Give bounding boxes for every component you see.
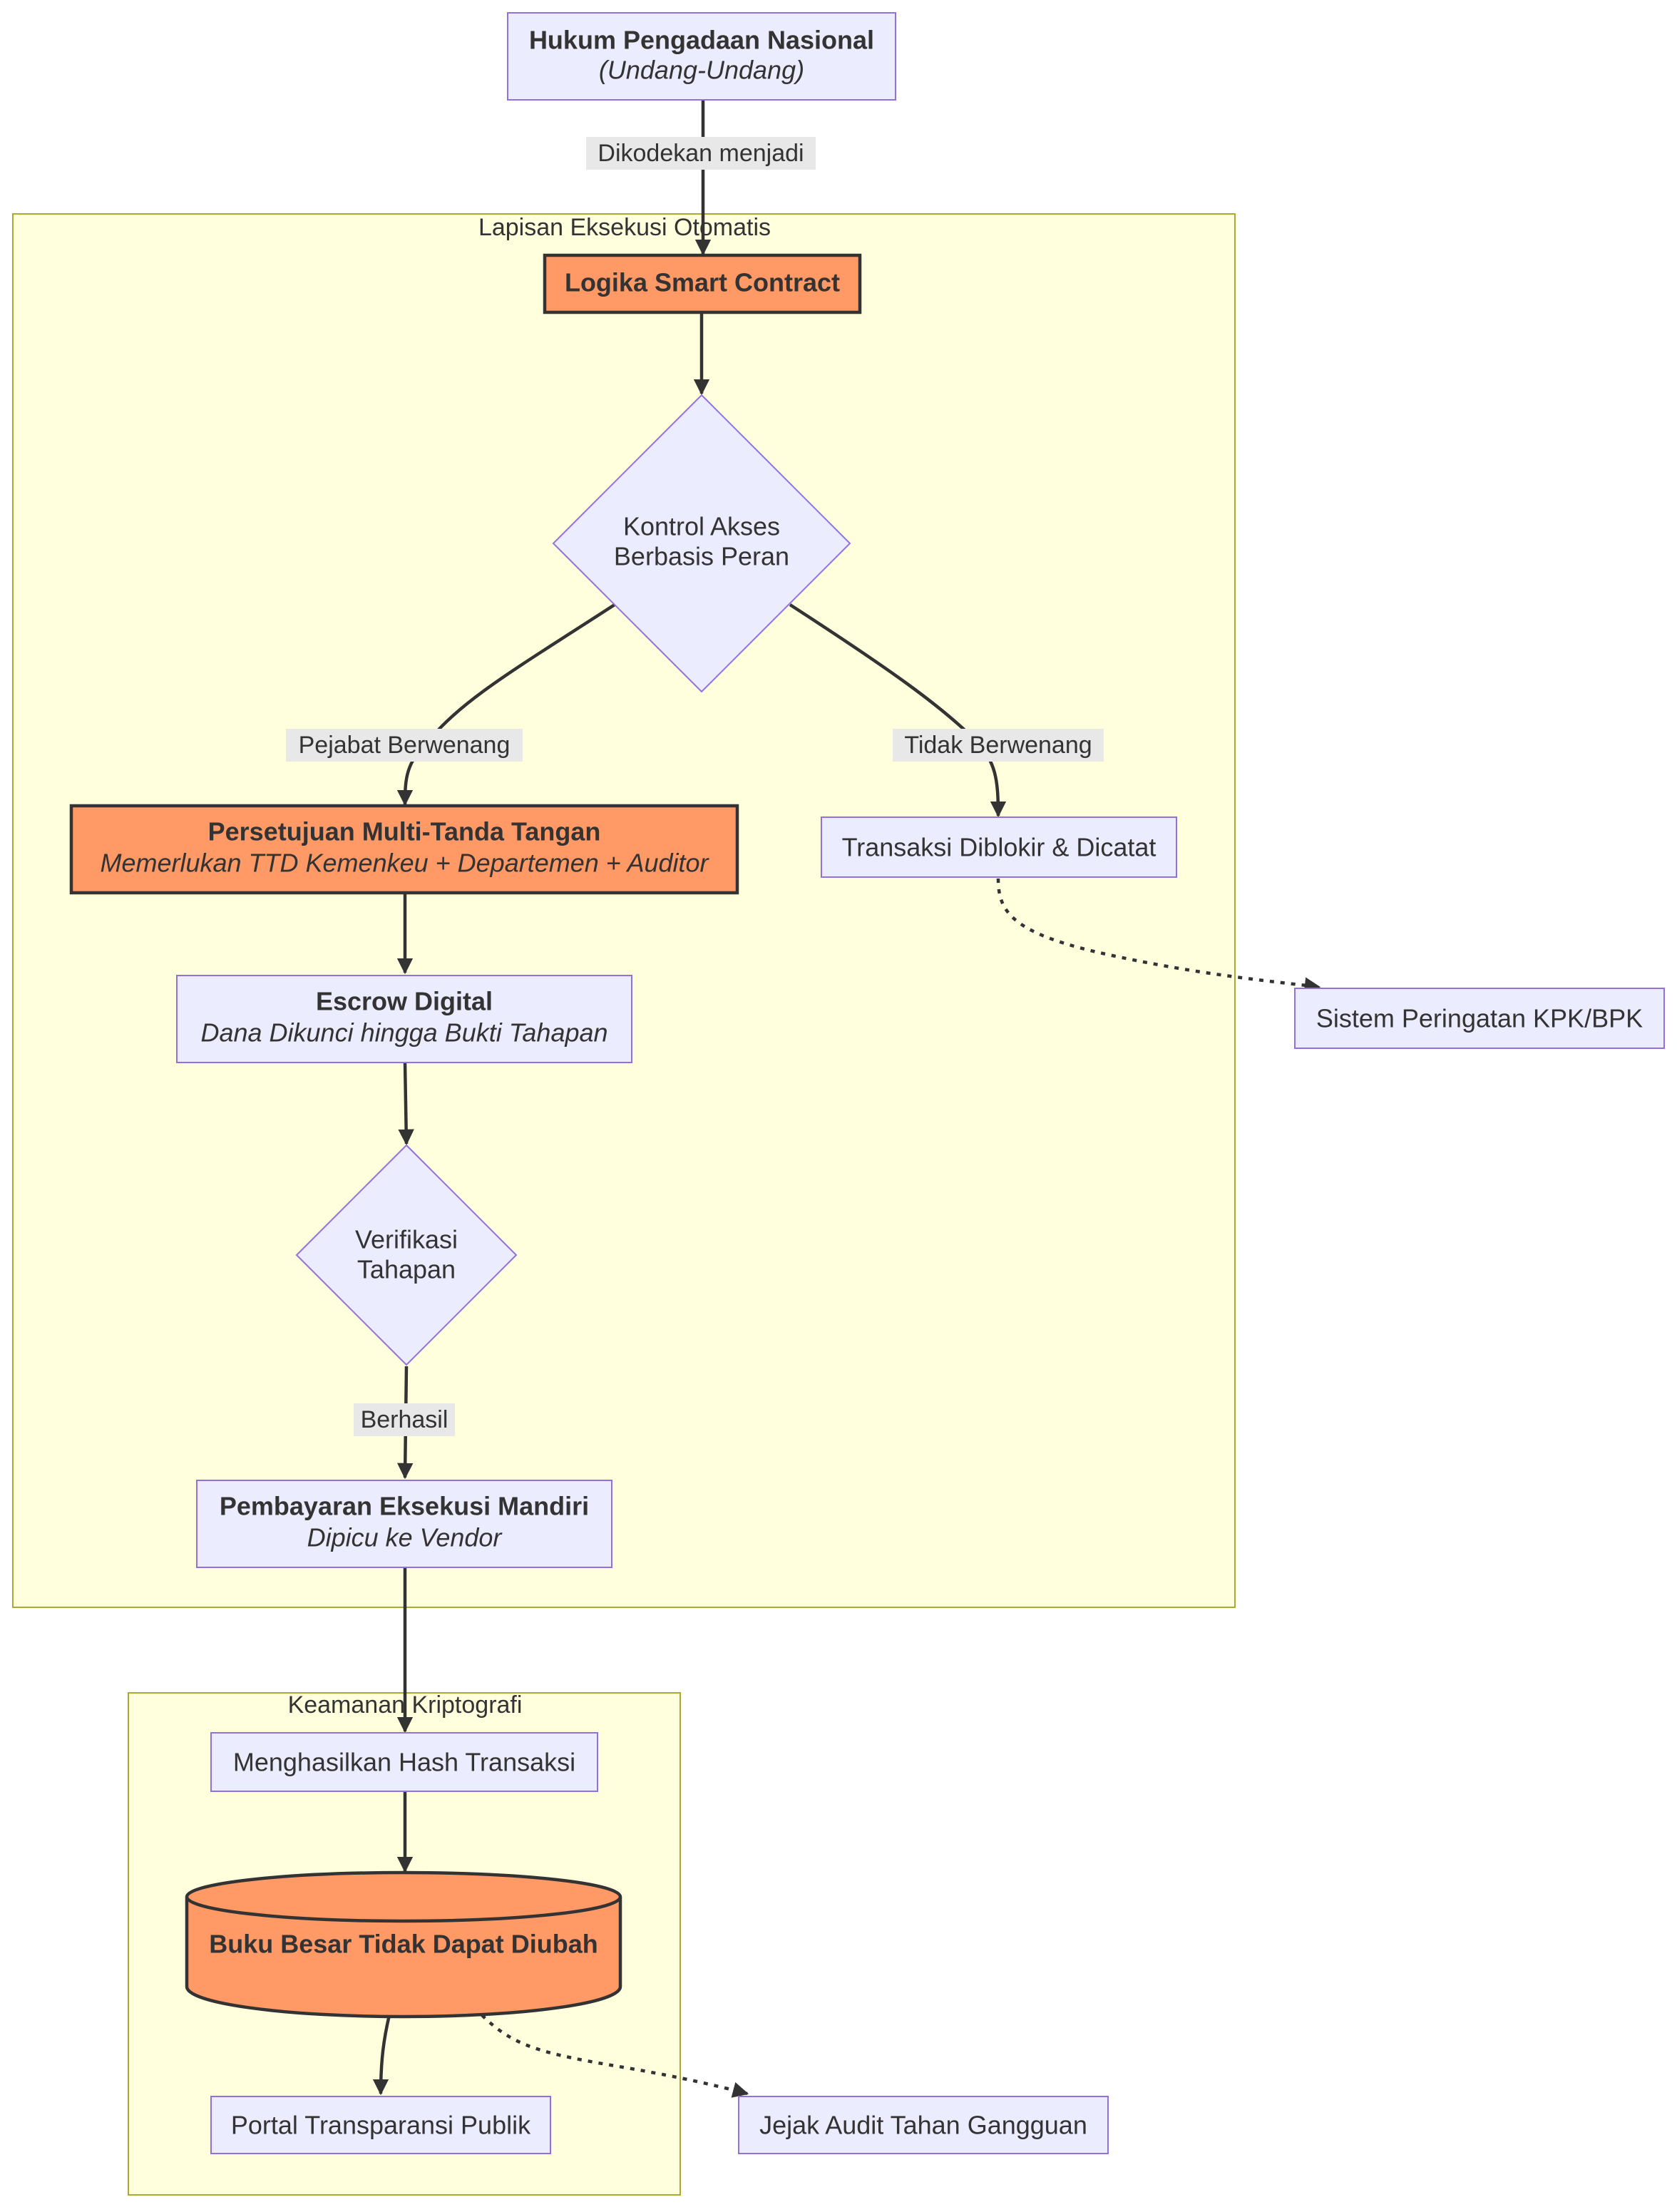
node-digital-escrow[interactable]: Escrow Digital Dana Dikunci hingga Bukti…: [176, 975, 632, 1063]
svg-text:Berhasil: Berhasil: [361, 1406, 448, 1433]
node-portal-label: Portal Transparansi Publik: [231, 2111, 531, 2140]
node-hash-label: Menghasilkan Hash Transaksi: [233, 1748, 575, 1777]
node-escrow-title: Escrow Digital: [316, 987, 493, 1016]
node-multisig-approval[interactable]: Persetujuan Multi-Tanda Tangan Memerluka…: [69, 804, 739, 895]
node-multisig-title: Persetujuan Multi-Tanda Tangan: [208, 817, 601, 846]
node-alert-label: Sistem Peringatan KPK/BPK: [1316, 1004, 1643, 1033]
node-milestone-line1: Verifikasi: [355, 1225, 458, 1254]
node-rbac-line2: Berbasis Peran: [614, 542, 789, 571]
node-ledger-title: Buku Besar Tidak Dapat Diubah: [209, 1930, 598, 1959]
node-blocked-label: Transaksi Diblokir & Dicatat: [842, 833, 1157, 862]
edge-label-unauthorized: Tidak Berwenang: [893, 729, 1104, 762]
node-transaction-blocked[interactable]: Transaksi Diblokir & Dicatat: [821, 816, 1177, 878]
node-tamper-proof-audit-trail[interactable]: Jejak Audit Tahan Gangguan: [738, 2096, 1109, 2154]
edge-label-success: Berhasil: [354, 1403, 455, 1436]
node-audit-label: Jejak Audit Tahan Gangguan: [759, 2111, 1087, 2140]
edge-rbac-to-blocked: [789, 603, 1007, 818]
node-milestone-line2: Tahapan: [357, 1255, 456, 1284]
edge-ledger-to-audit: [481, 2014, 749, 2098]
svg-text:Tidak Berwenang: Tidak Berwenang: [904, 732, 1092, 759]
svg-text:Dikodekan menjadi: Dikodekan menjadi: [598, 140, 804, 167]
node-generate-transaction-hash[interactable]: Menghasilkan Hash Transaksi: [210, 1732, 598, 1792]
subgraph-execution-layer: Lapisan Eksekusi Otomatis: [12, 213, 1236, 1608]
node-national-procurement-law[interactable]: Hukum Pengadaan Nasional (Undang-Undang): [507, 12, 896, 101]
subgraph-execution-title: Lapisan Eksekusi Otomatis: [478, 214, 771, 241]
node-kpk-bpk-alert-system[interactable]: Sistem Peringatan KPK/BPK: [1294, 988, 1665, 1049]
node-self-executing-payment[interactable]: Pembayaran Eksekusi Mandiri Dipicu ke Ve…: [196, 1480, 612, 1568]
node-law-title: Hukum Pengadaan Nasional: [529, 26, 874, 55]
node-immutable-ledger[interactable]: Buku Besar Tidak Dapat Diubah: [185, 1870, 622, 2019]
edge-escrow-to-milestone: [398, 1062, 414, 1146]
node-law-subtitle: (Undang-Undang): [599, 56, 804, 85]
edge-rbac-to-multisig: [396, 603, 616, 807]
node-public-transparency-portal[interactable]: Portal Transparansi Publik: [210, 2096, 551, 2154]
edge-blocked-to-alert: [996, 878, 1321, 993]
node-smart-contract-title: Logika Smart Contract: [565, 268, 840, 297]
edge-ledger-to-portal: [372, 2014, 391, 2096]
edge-label-law-to-contract: Dikodekan menjadi: [586, 137, 816, 170]
svg-text:Pejabat Berwenang: Pejabat Berwenang: [299, 732, 511, 759]
node-milestone-verification-decision[interactable]: Verifikasi Tahapan: [295, 1144, 518, 1366]
node-multisig-subtitle: Memerlukan TTD Kemenkeu + Departemen + A…: [100, 849, 709, 878]
node-rbac-line1: Kontrol Akses: [623, 512, 780, 541]
edges: [372, 100, 1321, 2098]
node-payment-title: Pembayaran Eksekusi Mandiri: [220, 1492, 589, 1521]
node-escrow-subtitle: Dana Dikunci hingga Bukti Tahapan: [200, 1018, 607, 1048]
edge-label-authorized: Pejabat Berwenang: [286, 729, 523, 762]
node-role-based-access-decision[interactable]: Kontrol Akses Berbasis Peran: [552, 394, 851, 693]
node-smart-contract-logic[interactable]: Logika Smart Contract: [543, 253, 862, 314]
node-payment-subtitle: Dipicu ke Vendor: [307, 1523, 503, 1552]
